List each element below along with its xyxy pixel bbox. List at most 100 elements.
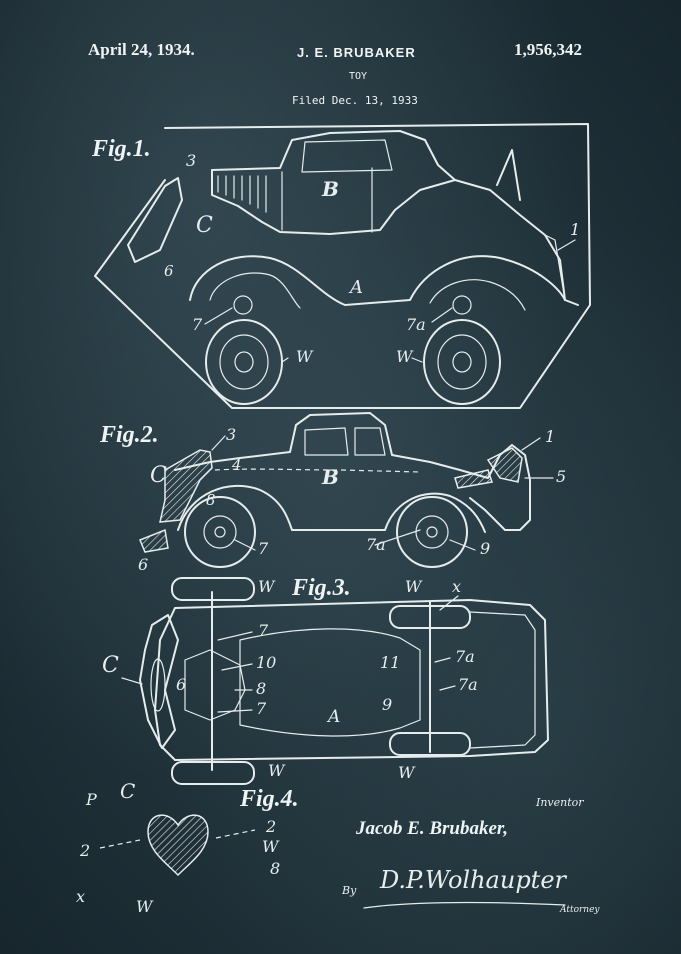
fig3-ref-w-top-right: W <box>405 577 423 596</box>
fig2-leader-lines <box>211 435 554 551</box>
fig1-window <box>301 139 393 173</box>
fig2-ref-3: 3 <box>226 425 236 444</box>
fig3-ref-10: 10 <box>256 653 276 672</box>
fig3-ref-9: 9 <box>382 695 392 714</box>
fig3-wheel-front-right <box>171 761 255 785</box>
fig4-label: Fig.4. <box>239 786 299 812</box>
fig2-ref-7: 7 <box>258 539 269 558</box>
fig4-ref-c: C <box>120 779 135 803</box>
fig3-front-c-piece <box>139 614 179 749</box>
fig3-ref-7-top: 7 <box>258 621 269 640</box>
fig2-ref-8: 8 <box>206 491 216 509</box>
fig2-ref-5: 5 <box>556 467 566 486</box>
fig3-wheel-rear-left <box>389 605 471 629</box>
fig3-front-hub <box>184 649 246 721</box>
fig2-label: Fig.2. <box>99 422 159 448</box>
signature-block: Inventor Jacob E. Brubaker, By D.P.Wolha… <box>341 796 600 915</box>
fig1-front-wheel <box>205 319 283 405</box>
fig1-rear-plate <box>544 234 566 301</box>
fig2-front-section <box>159 449 213 523</box>
fig1-label-b: B <box>321 177 339 201</box>
fig3-ref-x: x <box>452 577 461 596</box>
fig2-ref-9: 9 <box>480 539 490 558</box>
fig3-leader-lines <box>121 595 459 713</box>
patent-title: TOY <box>349 71 368 82</box>
fig1-rear-wheel-arch <box>429 279 526 311</box>
fig4-ref-p: P <box>85 790 97 809</box>
fig1-rear-wheel <box>423 319 501 405</box>
fig1-ref-w-front: W <box>296 347 314 366</box>
fig4-ref-2-right: 2 <box>265 817 276 836</box>
fig2-label-b: B <box>321 465 339 489</box>
patent-number: 1,956,342 <box>514 40 582 59</box>
fig4-ref-8: 8 <box>270 859 280 878</box>
inventor-signature-name: Jacob E. Brubaker, <box>355 818 508 839</box>
fig2-window-rear <box>354 427 386 456</box>
fig1-ref-1: 1 <box>570 220 580 239</box>
fig3-ref-a: A <box>326 707 340 727</box>
fig1-fenders <box>189 255 566 306</box>
figure-1: Fig.1. B <box>91 123 591 409</box>
fig3-ref-w-bottom-left: W <box>268 761 286 780</box>
fig1-front-axle <box>233 295 253 315</box>
fig3-ref-8: 8 <box>256 679 266 698</box>
fig1-front-wheel-arch <box>209 272 301 309</box>
patent-date: April 24, 1934. <box>88 40 195 59</box>
fig3-ref-c: C <box>102 653 119 678</box>
attorney-signature-flourish <box>363 901 566 909</box>
fig3-center-body <box>239 628 421 737</box>
fig4-ref-x: x <box>76 887 85 906</box>
fig1-rear-axle <box>452 295 472 315</box>
fig2-body-outline <box>174 412 531 531</box>
inventor-caption: Inventor <box>535 796 584 809</box>
fig1-front-bumper <box>127 177 183 263</box>
fig1-body-outline <box>211 169 579 306</box>
fig3-ref-11: 11 <box>380 653 400 672</box>
fig1-label: Fig.1. <box>91 136 151 162</box>
fig1-ref-c: C <box>196 213 213 238</box>
fig3-ref-6: 6 <box>176 675 186 694</box>
fig4-ref-w-right: W <box>262 837 280 856</box>
fig2-window <box>304 427 349 456</box>
fig3-ref-7a-top: 7a <box>455 647 475 666</box>
fig4-ref-2-left: 2 <box>79 841 90 860</box>
fig1-ref-a: A <box>348 277 363 298</box>
fig4-heart-section <box>147 814 209 877</box>
fig1-frame <box>94 123 591 409</box>
fig3-label: Fig.3. <box>291 575 351 601</box>
fig2-ref-c: C <box>150 463 167 488</box>
fig1-doors <box>281 167 373 233</box>
fig1-leader-lines <box>204 239 576 363</box>
fig4-ref-w-bottom: W <box>136 897 154 916</box>
fig2-ref-1: 1 <box>545 427 555 446</box>
fig3-ref-w-top-left: W <box>258 577 276 596</box>
figure-2: Fig.2. B <box>99 412 566 574</box>
fig3-ref-7-bottom: 7 <box>256 699 267 718</box>
fig1-rear-fin <box>496 149 521 201</box>
figure-4: Fig.4. P C 2 2 W 8 x W <box>76 779 299 916</box>
fig2-ref-4: 4 <box>231 456 242 474</box>
fig1-ref-w-rear: W <box>396 347 414 366</box>
fig2-ref-6: 6 <box>138 555 148 574</box>
fig2-hidden-line <box>214 468 421 473</box>
fig1-ref-7: 7 <box>192 315 203 334</box>
figure-3: Fig.3. W W x C 6 7 10 8 <box>102 575 549 785</box>
fig2-fenders <box>177 484 486 533</box>
fig1-ref-6: 6 <box>164 262 174 280</box>
fig2-front-wheel <box>184 496 256 568</box>
fig3-wheel-front-left <box>171 577 255 601</box>
fig1-cab-roof <box>211 130 456 181</box>
fig3-rear-inner <box>469 611 536 749</box>
fig4-leader-dashes <box>99 829 256 849</box>
fig3-ref-7a-bottom: 7a <box>458 675 478 694</box>
fig2-rear-tab <box>454 469 493 489</box>
fig1-ref-7a: 7a <box>406 315 426 334</box>
by-caption: By <box>341 884 357 897</box>
fig2-rear-section <box>486 447 523 483</box>
fig3-ref-w-bottom-right: W <box>398 763 416 782</box>
attorney-signature: D.P.Wolhaupter <box>379 866 568 894</box>
inventor-name-header: J. E. BRUBAKER <box>297 45 416 60</box>
fig3-plan-outline <box>154 599 549 761</box>
